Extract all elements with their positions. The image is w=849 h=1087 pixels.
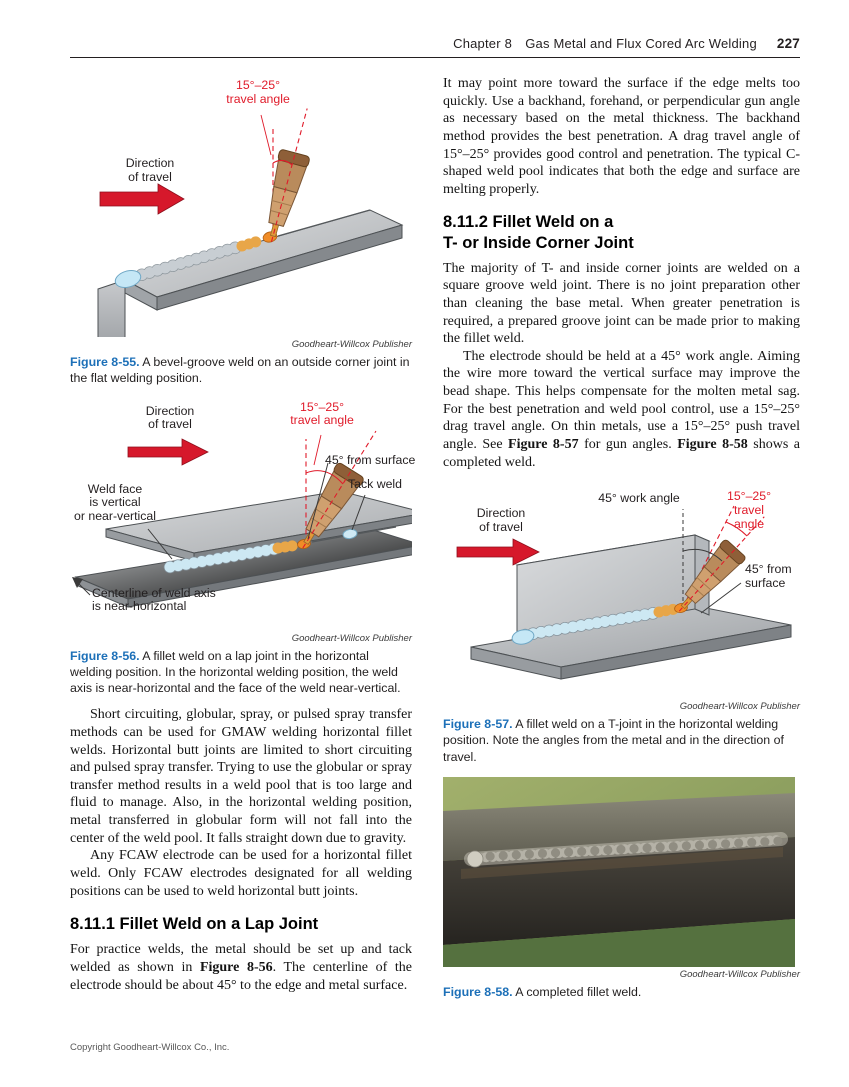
heading-8-11-1: 8.11.1 Fillet Weld on a Lap Joint xyxy=(70,915,319,934)
fig57-from-surface-label: 45° from surface xyxy=(745,562,792,591)
fig58-caption-text: A completed fillet weld. xyxy=(512,984,642,999)
joint-seam xyxy=(277,209,371,237)
work-angle-arc xyxy=(682,549,723,562)
practice-post: . The centerline of the electrode should… xyxy=(70,959,412,993)
fig57-illustration xyxy=(456,505,792,680)
fig56-attribution: Goodheart-Willcox Publisher xyxy=(291,632,412,644)
fig56-direction-label: Direction of travel xyxy=(145,403,195,432)
fig57-caption: Figure 8-57. A fillet weld on a T-joint … xyxy=(443,716,800,765)
header-rule xyxy=(70,57,800,58)
photo-metal-plates xyxy=(443,792,795,967)
electrode-pre: The electrode should be held at a 45° wo… xyxy=(443,348,800,452)
figure-8-57-reference: Figure 8-57 xyxy=(508,436,579,452)
leader-lines xyxy=(75,462,366,595)
fig56-tack-weld-label: Tack weld xyxy=(348,476,402,491)
figure-8-55: 15°–25° travel angle Direction of travel… xyxy=(70,75,412,350)
fig55-attribution: Goodheart-Willcox Publisher xyxy=(291,339,412,350)
welding-gun xyxy=(678,516,765,612)
fig56-caption-label: Figure 8-56. xyxy=(70,648,140,663)
copyright-footer: Copyright Goodheart-Willcox Co., Inc. xyxy=(70,1042,230,1053)
photo-weld-bead xyxy=(464,831,788,868)
page-number: 227 xyxy=(776,36,800,51)
fig55-caption-label: Figure 8-55. xyxy=(70,355,140,369)
electrode-post: shows a completed weld. xyxy=(443,436,800,470)
heading-8-11-2: 8.11.2 Fillet Weld on a T- or Inside Cor… xyxy=(443,213,634,252)
weld-bead xyxy=(163,538,311,573)
welding-gun xyxy=(268,108,310,242)
travel-angle-arc xyxy=(725,521,748,537)
fig56-from-surface-label: 45° from surface xyxy=(325,452,416,467)
figure-8-57: 45° work angle 15°–25° travel angle 45° … xyxy=(443,487,800,712)
fig55-caption: Figure 8-55. A bevel-groove weld on an o… xyxy=(70,354,412,387)
weld-pool xyxy=(511,629,535,645)
fig57-direction-label: Direction of travel xyxy=(476,506,526,535)
travel-angle-leader xyxy=(313,434,322,465)
fig58-caption-label: Figure 8-58. xyxy=(443,984,513,999)
welding-gun xyxy=(302,430,377,548)
running-head-text: Chapter 8 Gas Metal and Flux Cored Arc W… xyxy=(453,36,757,51)
weld-pool xyxy=(114,270,142,288)
fig57-caption-label: Figure 8-57. xyxy=(443,717,513,732)
tack-weld-spot xyxy=(342,528,358,539)
paragraph-electrode-angles: The electrode should be held at a 45° wo… xyxy=(443,348,800,471)
figure-8-56: 15°–25° travel angle Direction of travel… xyxy=(70,399,416,644)
fig56-caption-text: A fillet weld on a lap joint in the hori… xyxy=(70,648,401,696)
travel-direction-arrow xyxy=(99,183,185,215)
fig55-direction-label: Direction of travel xyxy=(125,156,175,184)
corner-joint-plates xyxy=(97,209,404,337)
travel-angle-leader xyxy=(260,114,272,156)
fig56-weld-face-label: Weld face is vertical or near-vertical xyxy=(74,481,157,524)
fig56-travel-angle-label: 15°–25° travel angle xyxy=(290,399,354,428)
fig57-caption-text: A fillet weld on a T-joint in the horizo… xyxy=(443,717,784,764)
electrode-mid: for gun angles. xyxy=(578,436,678,452)
fig56-caption: Figure 8-56. A fillet weld on a lap join… xyxy=(70,648,412,697)
practice-pre: For practice welds, the metal should be … xyxy=(70,942,412,975)
fig57-work-angle-label: 45° work angle xyxy=(598,491,680,506)
figure-8-58-reference: Figure 8-58 xyxy=(677,436,748,452)
fig58-attribution: Goodheart-Willcox Publisher xyxy=(679,968,800,980)
fig55-travel-angle-label: 15°–25° travel angle xyxy=(226,78,290,106)
right-column: It may point more toward the surface if … xyxy=(443,75,800,1010)
fig55-illustration xyxy=(97,108,404,337)
travel-direction-arrow xyxy=(127,437,209,466)
figure-8-58: Goodheart-Willcox Publisher xyxy=(443,776,800,980)
from-surface-leader xyxy=(700,582,742,614)
fig56-illustration xyxy=(72,430,412,608)
paragraph-transfer-methods: Short circuiting, globular, spray, or pu… xyxy=(70,707,412,846)
travel-angle-arc xyxy=(272,159,293,166)
page-header: Chapter 8 Gas Metal and Flux Cored Arc W… xyxy=(70,36,800,51)
travel-direction-arrow xyxy=(456,538,540,566)
fig55-caption-text: A bevel-groove weld on an outside corner… xyxy=(70,355,410,386)
fig58-caption: Figure 8-58. A completed fillet weld. xyxy=(443,984,800,1000)
paragraph-gun-angle-intro: It may point more toward the surface if … xyxy=(443,76,800,197)
paragraph-t-joint-majority: The majority of T- and inside corner joi… xyxy=(443,260,800,347)
fig58-photo xyxy=(443,776,795,967)
weld-bead xyxy=(127,231,278,284)
paragraph-fcaw-electrodes: Any FCAW electrode can be used for a hor… xyxy=(70,848,412,899)
fig57-travel-angle-label: 15°–25° travel angle xyxy=(726,489,772,531)
paragraph-practice-welds: For practice welds, the metal should be … xyxy=(70,941,412,994)
figure-8-56-reference: Figure 8-56 xyxy=(199,959,273,975)
fig57-attribution: Goodheart-Willcox Publisher xyxy=(679,701,800,713)
centerline-arrowhead xyxy=(72,576,83,588)
left-column: 15°–25° travel angle Direction of travel… xyxy=(70,75,416,994)
fig56-centerline-label: Centerline of weld axis is near-horizont… xyxy=(92,585,216,614)
